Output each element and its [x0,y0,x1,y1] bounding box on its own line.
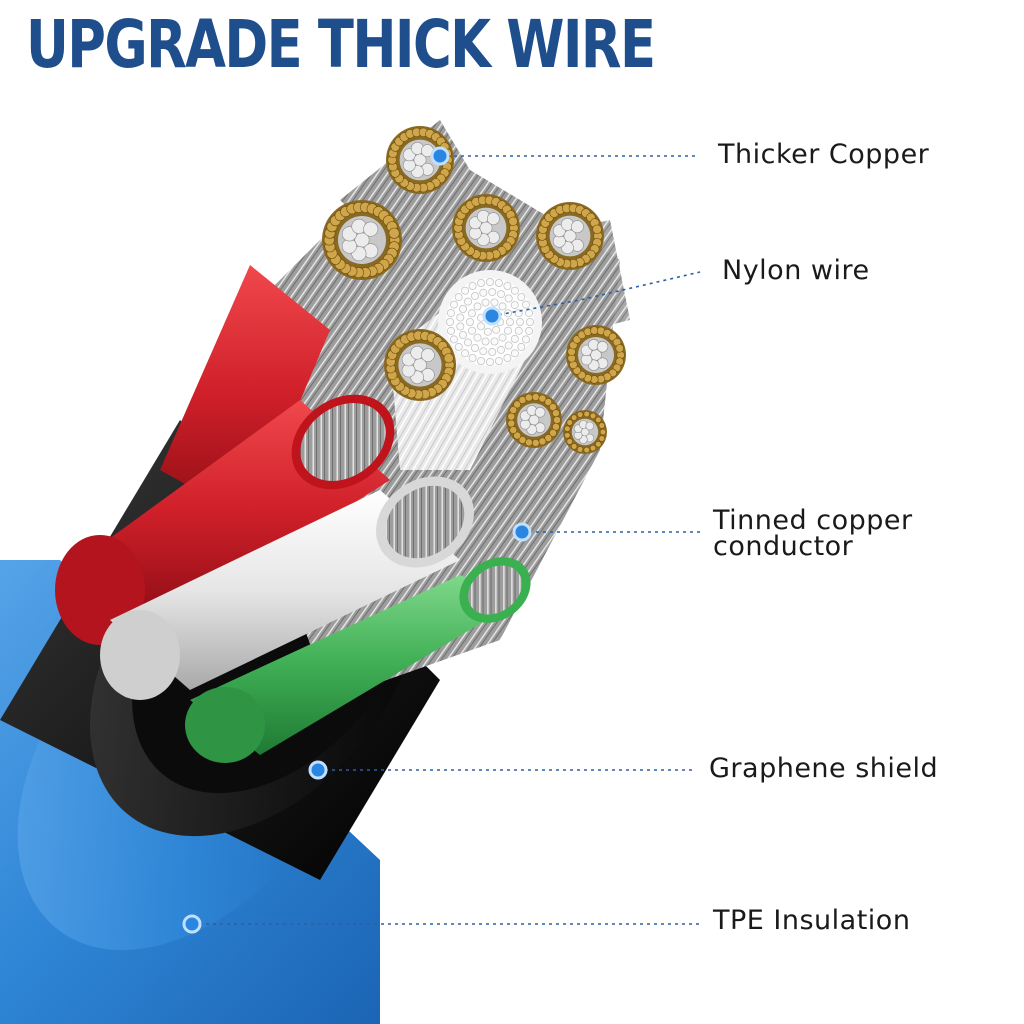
nylon-fiber [458,304,467,313]
nylon-fiber [498,302,507,311]
nylon-fiber [498,333,507,342]
nylon-fiber [510,286,519,295]
nylon-fiber [456,313,465,322]
marker-dot-tpe-insulation [182,914,202,934]
marker-dot-thicker-copper [430,146,450,166]
nylon-fiber [445,317,454,326]
nylon-fiber [485,277,494,286]
nylon-fiber [476,322,485,331]
marker-dot-graphene-shield [308,760,328,780]
nylon-fiber [446,326,455,335]
nylon-fiber [485,357,494,366]
nylon-fiber [514,326,523,335]
nylon-fiber [505,317,514,326]
nylon-fiber [496,290,505,299]
nylon-fiber [473,333,482,342]
nylon-fiber [477,356,486,365]
nylon-fiber [525,309,534,318]
leader-lines [192,155,701,925]
nylon-fiber [467,309,476,318]
callout-markers [182,146,532,934]
nylon-fiber [463,297,472,306]
nylon-fiber [477,278,486,287]
nylon-fiber [470,343,479,352]
green-insulated-wire [185,557,531,763]
nylon-fiber [479,288,488,297]
nylon-fiber [522,300,531,309]
nylon-fiber [461,286,470,295]
nylon-fiber [449,335,458,344]
copper-strand-end [322,200,402,280]
nylon-fiber [468,353,477,362]
label-tinned-copper-conductor: Tinned copper conductor [713,505,913,562]
nylon-fiber [504,294,513,303]
nylon-fiber [526,317,535,326]
copper-strand-end [566,325,626,385]
nylon-fiber [470,291,479,300]
nylon-fiber [503,281,512,290]
nylon-fiber [494,356,503,365]
nylon-fiber [490,298,499,307]
nylon-fiber [481,298,490,307]
nylon-fiber [461,349,470,358]
nylon-fiber [517,293,526,302]
copper-strand-end [384,329,456,401]
nylon-fiber [510,334,519,343]
nylon-fiber [525,326,534,335]
nylon-fiber [503,353,512,362]
label-thicker-copper: Thicker Copper [718,139,930,170]
nylon-fiber [492,325,501,334]
nylon-fiber [510,349,519,358]
nylon-fiber [503,326,512,335]
copper-strand-end [506,392,562,448]
nylon-fiber [454,293,463,302]
nylon-fiber [522,335,531,344]
page-title: UPGRADE THICK WIRE [26,6,656,83]
nylon-fiber [510,301,519,310]
copper-strand-end [563,410,607,454]
nylon-fiber [454,342,463,351]
nylon-fiber [488,347,497,356]
nylon-fiber [463,338,472,347]
marker-dot-nylon-wire [482,306,502,326]
label-graphene-shield: Graphene shield [709,753,939,784]
nylon-fiber [494,278,503,287]
nylon-fiber [446,309,455,318]
nylon-fiber [517,342,526,351]
copper-strand-end [536,202,604,270]
nylon-fiber [481,337,490,346]
nylon-fiber [468,281,477,290]
nylon-wire-bundle [390,270,542,470]
nylon-fiber [449,300,458,309]
nylon-fiber [467,326,476,335]
leader-nylon-wire [491,271,701,317]
label-tpe-insulation: TPE Insulation [713,905,911,936]
label-nylon-wire: Nylon wire [722,255,870,286]
copper-strand-ends [322,126,626,454]
nylon-fiber [458,330,467,339]
nylon-fiber [488,288,497,297]
nylon-fiber [496,345,505,354]
nylon-fiber [504,341,513,350]
nylon-fiber [465,317,474,326]
white-insulated-wire [100,476,474,700]
nylon-fiber [483,327,492,336]
nylon-fiber [456,322,465,331]
nylon-fiber [516,317,525,326]
nylon-fiber [490,337,499,346]
copper-strand-end [452,194,520,262]
nylon-fiber [473,302,482,311]
nylon-fiber [479,347,488,356]
marker-dot-tinned-copper [512,522,532,542]
